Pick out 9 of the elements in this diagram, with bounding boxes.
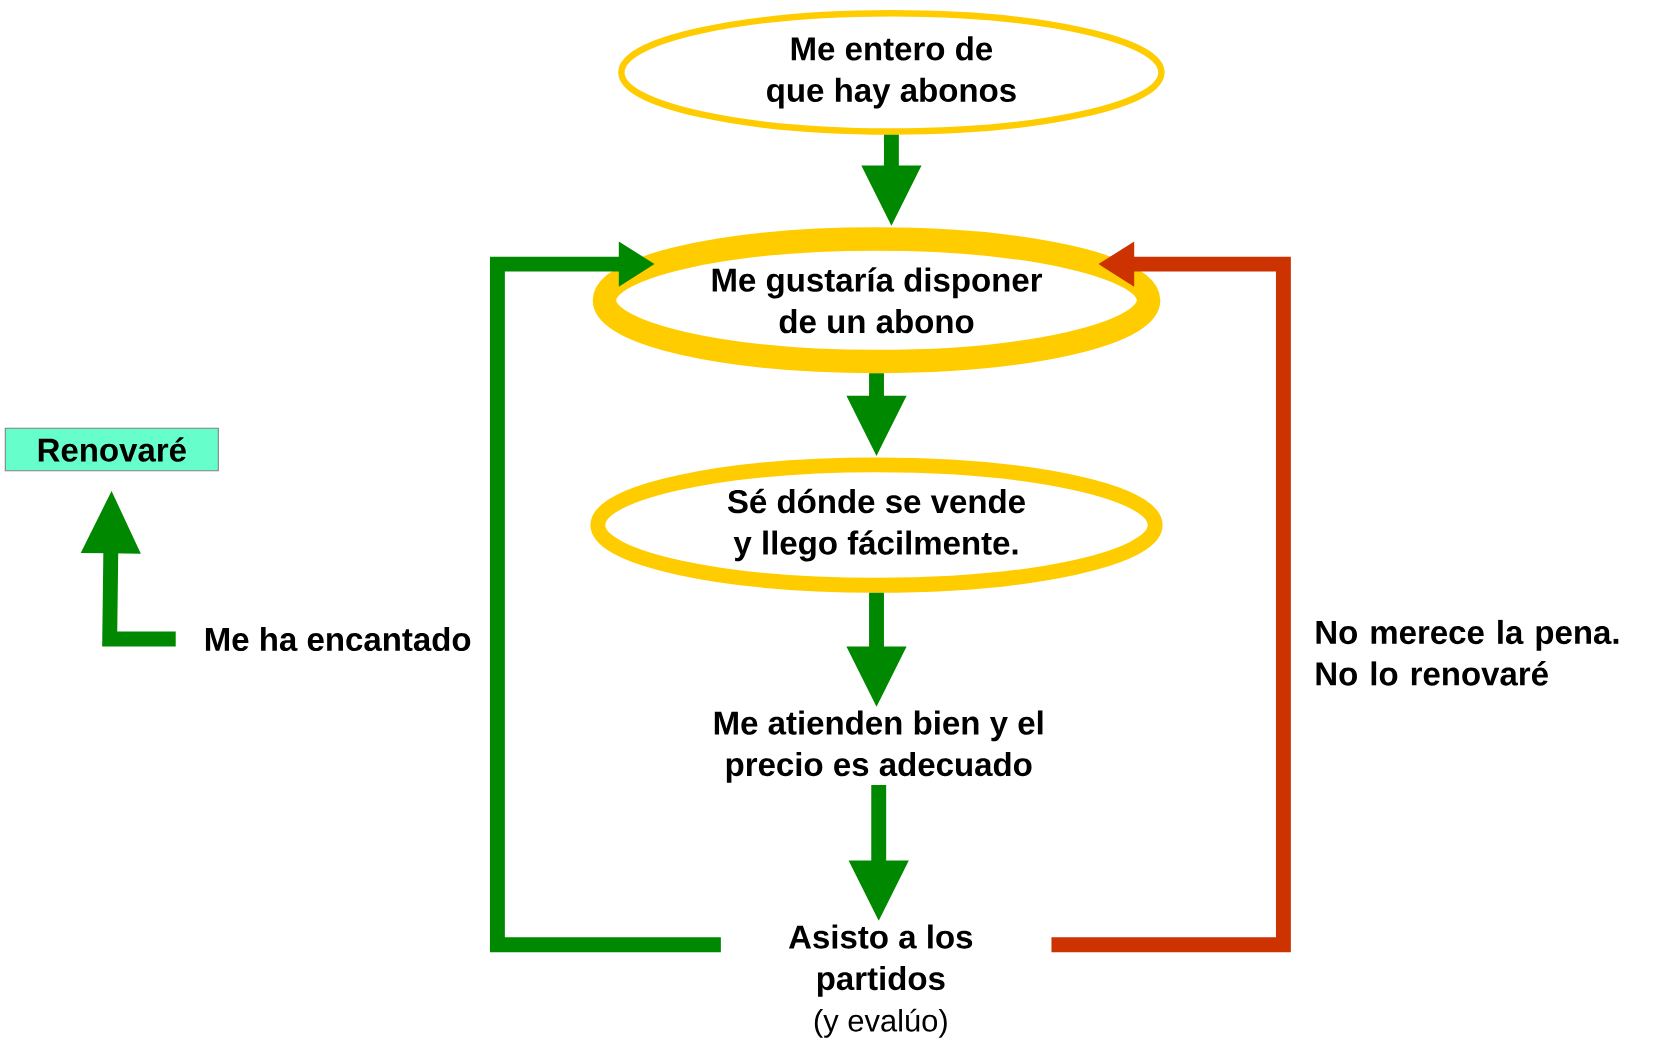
result-box: Renovaré: [4, 427, 219, 472]
step-text: Me atienden bien y el precio es adecuado: [714, 710, 1043, 783]
arrow: [489, 241, 721, 953]
oval-step: Me entero de que hay abonos: [618, 10, 1165, 135]
step-text: Asisto a los partidos (y evalúo): [788, 924, 973, 1038]
branch-text: Me ha encantado: [205, 626, 471, 652]
oval-step: Me gustaría disponer de un abono: [592, 227, 1161, 374]
edge-label: No merece la pena. No lo renovaré: [1316, 619, 1619, 686]
oval-step: Sé dónde se vende y llego fácilmente.: [590, 457, 1163, 593]
